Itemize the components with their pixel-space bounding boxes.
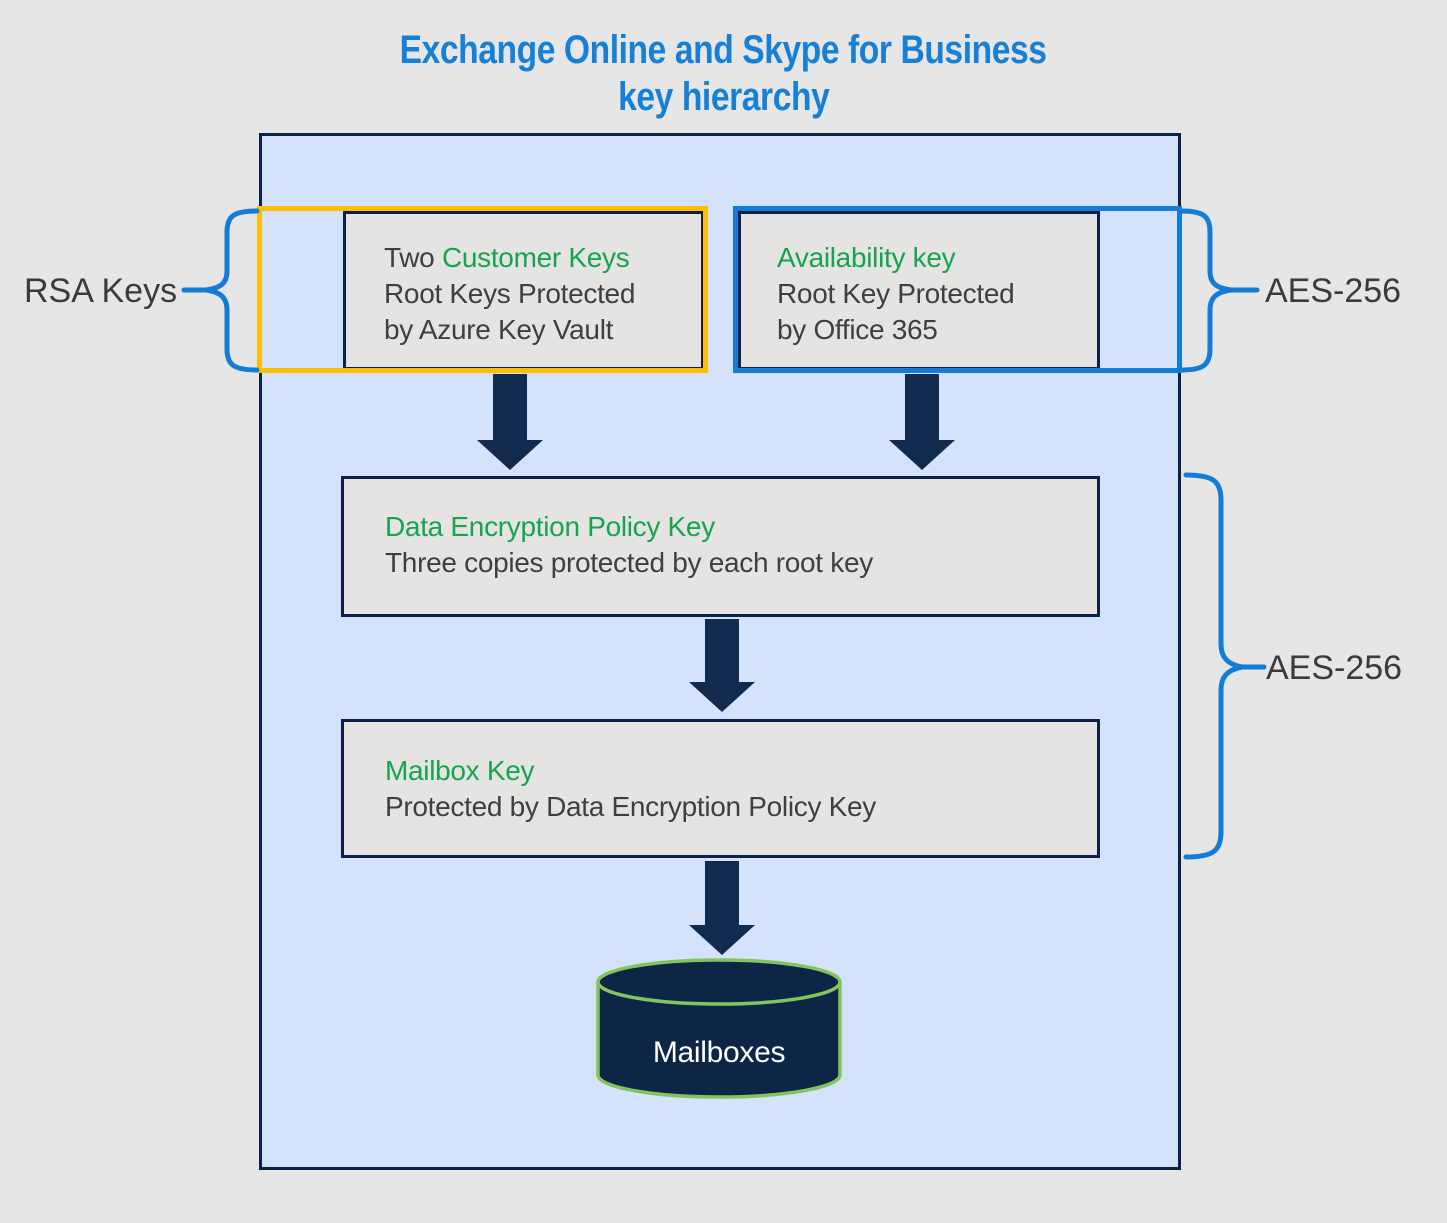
aes-256-top-brace-icon [1179,208,1232,373]
customer-keys-name: Customer Keys [441,242,630,273]
customer-keys-box: Two Customer Keys Root Keys Protected by… [343,211,704,370]
aes-256-top-label: AES-256 [1265,272,1402,310]
mailbox-key-box: Mailbox Key Protected by Data Encryption… [341,719,1100,858]
rsa-keys-label: RSA Keys [24,272,178,310]
dep-key-box-line-2: Three copies protected by each root key [385,547,873,578]
aes-256-bottom-brace-icon [1183,472,1243,860]
customer-keys-box-line-2: Root Keys Protected [384,278,636,309]
mailboxes-database-cylinder [596,958,842,1099]
rsa-keys-brace-icon [205,208,260,373]
title-line-2: key hierarchy [617,75,830,119]
mailbox-key-name: Mailbox Key [385,755,535,786]
availability-key-box-line-3: by Office 365 [777,314,938,345]
availability-key-box-line-2: Root Key Protected [777,278,1015,309]
data-encryption-policy-key-box: Data Encryption Policy Key Three copies … [341,476,1100,617]
title-line-1: Exchange Online and Skype for Business [400,28,1047,72]
arrow-mailbox-to-database-icon [689,861,755,955]
availability-key-name: Availability key [777,242,956,273]
arrow-customer-to-dep-icon [477,374,543,470]
cylinder-top [596,958,842,1006]
aes-256-highlight-frame [733,206,1182,373]
mailbox-key-box-line-2: Protected by Data Encryption Policy Key [385,791,876,822]
rsa-keys-highlight-frame [257,206,708,373]
mailboxes-label: Mailboxes [652,1036,786,1069]
arrow-dep-to-mailbox-icon [689,619,755,712]
diagram-title: Exchange Online and Skype for Business k… [0,27,1447,121]
customer-keys-box-line-1: Two Customer Keys [384,240,701,276]
cylinder-body [596,982,842,1099]
aes-256-bottom-label: AES-256 [1266,649,1403,687]
arrow-availability-to-dep-icon [889,374,955,470]
dep-key-name: Data Encryption Policy Key [385,511,715,542]
customer-keys-prefix: Two [384,242,442,273]
customer-keys-box-line-3: by Azure Key Vault [384,314,614,345]
